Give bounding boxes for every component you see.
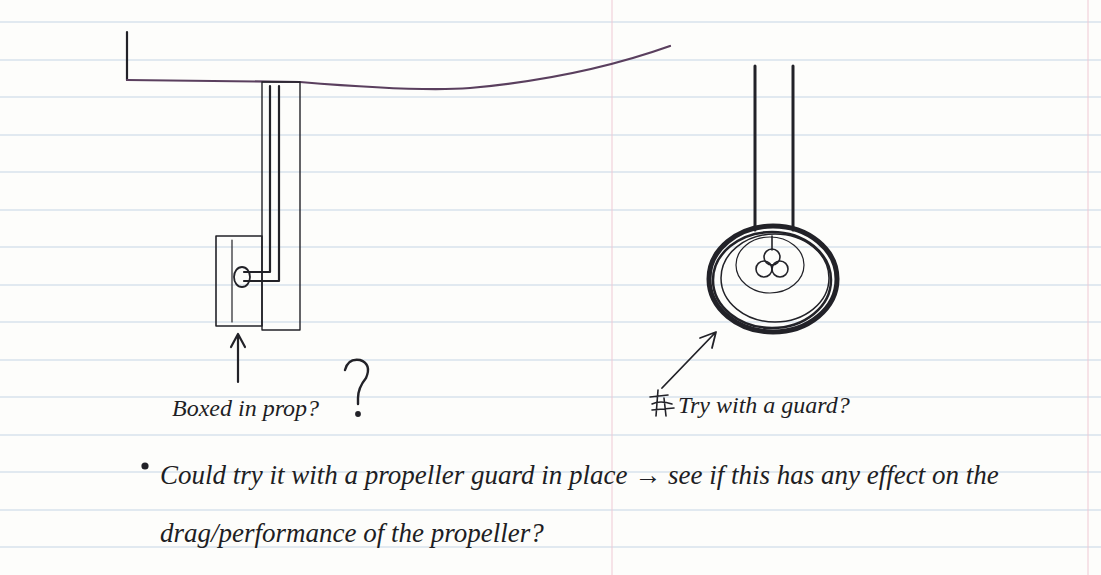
propeller-blades: [756, 236, 788, 277]
strut-housing: [262, 82, 300, 330]
ruled-line: [0, 359, 1101, 360]
ruled-line: [0, 171, 1101, 172]
annotation-label: Try with a guard?: [678, 390, 938, 420]
crossed-out-scribble: [650, 390, 674, 416]
propeller-guard: [713, 232, 831, 328]
ruled-line: [0, 96, 1101, 97]
ruled-line: [0, 209, 1101, 210]
ruled-line: [0, 321, 1101, 322]
propeller: [234, 267, 250, 287]
note-text: Could try it with a propeller guard in p…: [160, 446, 1060, 562]
bullet: [143, 464, 148, 469]
question-mark: [345, 360, 368, 404]
propeller-blade: [772, 261, 788, 277]
strut-leg: [792, 66, 795, 230]
pointer-arrow: [231, 334, 245, 382]
hull-stern: [126, 32, 128, 80]
prop-box: [216, 236, 262, 326]
ruled-line: [0, 284, 1101, 285]
ruled-line: [0, 21, 1101, 22]
prop-disc: [231, 240, 232, 322]
pointer-arrow: [662, 332, 716, 388]
ruled-line: [0, 434, 1101, 435]
hull-line: [127, 46, 670, 89]
prop-disc: [736, 237, 804, 293]
propeller-blade: [764, 249, 780, 265]
strut-leg: [754, 66, 757, 230]
ruled-line: [0, 509, 1101, 510]
propeller-blade: [756, 261, 772, 277]
propeller-guard: [709, 226, 837, 332]
margin-line: [1088, 0, 1089, 575]
ruled-line: [0, 246, 1101, 247]
annotation-label: Boxed in prop?: [172, 393, 372, 423]
ruled-line: [0, 396, 1101, 397]
ruled-line: [0, 134, 1101, 135]
ruled-line: [0, 59, 1101, 60]
shaft: [244, 86, 270, 272]
propeller-guard: [721, 234, 829, 322]
propeller-shaft: [771, 236, 773, 250]
question-dot: [356, 412, 360, 416]
